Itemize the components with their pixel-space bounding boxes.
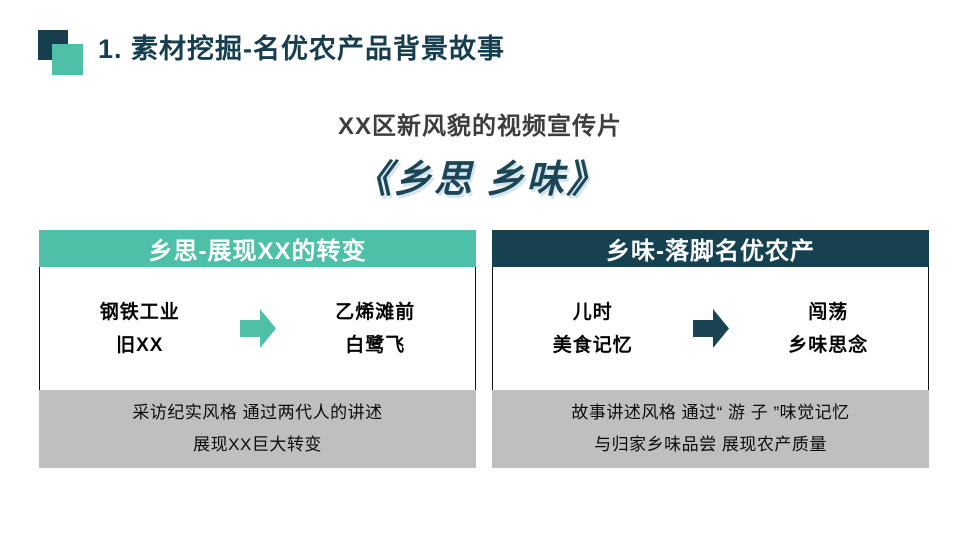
transition-arrow xyxy=(692,306,729,351)
before-line: 儿时 xyxy=(572,301,613,323)
title-decoration-teal-square-icon xyxy=(52,44,83,75)
video-main-title: 《乡思 乡味》 xyxy=(353,159,607,201)
after-line: 白鹭飞 xyxy=(345,334,406,356)
panel-xiangwei: 乡味-落脚名优农产 儿时 美食记忆 闯荡 乡味思念 故事讲述风格 通过“ 游 子… xyxy=(492,230,929,468)
right-block-arrow-teal-icon xyxy=(239,309,276,348)
after-line: 乡味思念 xyxy=(788,334,869,356)
footer-line: 故事讲述风格 通过“ 游 子 ”味觉记忆 xyxy=(571,403,850,422)
panel-xiangwei-header: 乡味-落脚名优农产 xyxy=(492,230,929,267)
panel-xiangsi: 乡思-展现XX的转变 钢铁工业 旧XX 乙烯滩前 白鹭飞 采访纪实风格 通过两代… xyxy=(39,230,476,468)
panels-row: 乡思-展现XX的转变 钢铁工业 旧XX 乙烯滩前 白鹭飞 采访纪实风格 通过两代… xyxy=(39,230,929,468)
after-line: 乙烯滩前 xyxy=(335,301,416,323)
before-line: 旧XX xyxy=(116,334,164,356)
before-state-text: 儿时 美食记忆 xyxy=(493,296,693,362)
video-subtitle: XX区新风貌的视频宣传片 xyxy=(337,113,622,140)
panel-xiangsi-header: 乡思-展现XX的转变 xyxy=(39,230,476,267)
panel-xiangwei-footer: 故事讲述风格 通过“ 游 子 ”味觉记忆 与归家乡味品尝 展现农产质量 xyxy=(492,390,929,468)
footer-line: 与归家乡味品尝 展现农产质量 xyxy=(594,435,827,454)
panel-xiangsi-body: 钢铁工业 旧XX 乙烯滩前 白鹭飞 xyxy=(39,267,476,390)
footer-line: 采访纪实风格 通过两代人的讲述 xyxy=(132,403,383,422)
panel-xiangsi-footer: 采访纪实风格 通过两代人的讲述 展现XX巨大转变 xyxy=(39,390,476,468)
footer-line: 展现XX巨大转变 xyxy=(193,435,322,454)
after-state-text: 闯荡 乡味思念 xyxy=(729,296,929,362)
before-line: 美食记忆 xyxy=(552,334,633,356)
panel-xiangwei-body: 儿时 美食记忆 闯荡 乡味思念 xyxy=(492,267,929,390)
before-state-text: 钢铁工业 旧XX xyxy=(40,296,240,362)
after-state-text: 乙烯滩前 白鹭飞 xyxy=(276,296,476,362)
after-line: 闯荡 xyxy=(808,301,849,323)
slide-title: 1. 素材挖掘-名优农产品背景故事 xyxy=(98,34,506,64)
transition-arrow xyxy=(239,306,276,351)
before-line: 钢铁工业 xyxy=(99,301,180,323)
right-block-arrow-dark-icon xyxy=(692,309,729,348)
